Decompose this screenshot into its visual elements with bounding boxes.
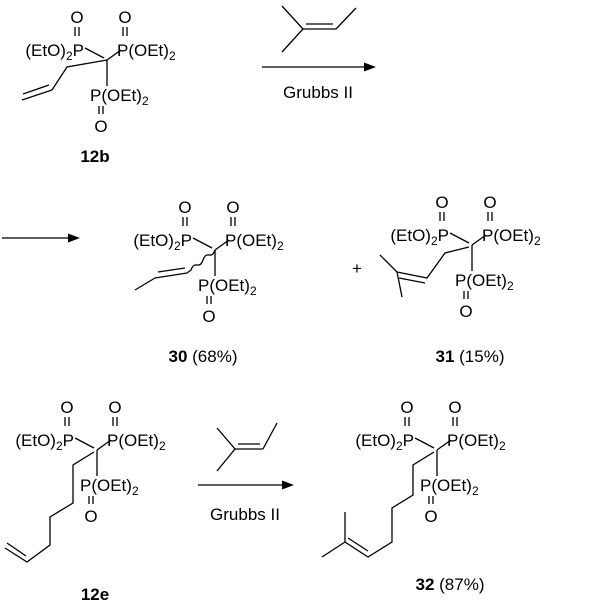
phosphonate-left: (EtO)2P: [25, 41, 84, 63]
oxygen: O: [483, 193, 496, 212]
oxygen: O: [448, 398, 461, 417]
oxygen: O: [94, 117, 107, 136]
catalyst-label-2: Grubbs II: [210, 505, 280, 524]
phosphonate-bottom: P(OEt)2: [198, 276, 257, 298]
phosphonate-right: P(OEt)2: [117, 41, 176, 63]
phosphonate-bottom: P(OEt)2: [80, 476, 139, 498]
oxygen: O: [118, 8, 131, 27]
compound-label-12e: 12e: [81, 585, 109, 604]
reaction-arrow-2: [198, 480, 294, 490]
phosphonate-left: (EtO)2P: [15, 431, 74, 453]
phosphonate-left: (EtO)2P: [133, 231, 192, 253]
phosphonate-bottom: P(OEt)2: [455, 271, 514, 293]
oxygen: O: [84, 507, 97, 526]
phosphonate-right: P(OEt)2: [107, 431, 166, 453]
oxygen: O: [226, 198, 239, 217]
phosphonate-left: (EtO)2P: [355, 431, 414, 453]
molecule-31: (EtO)2P P(OEt)2 P(OEt)2 O O O: [379, 193, 541, 321]
phosphonate-right: P(OEt)2: [447, 431, 506, 453]
reagent-methylbutene-2: [216, 422, 278, 472]
compound-label-12b: 12b: [80, 147, 109, 166]
molecule-12e: (EtO)2P P(OEt)2 P(OEt)2 O O O: [4, 398, 166, 563]
continuation-arrow: [2, 233, 80, 243]
phosphonate-right: P(OEt)2: [482, 226, 541, 248]
oxygen: O: [60, 398, 73, 417]
phosphonate-left: (EtO)2P: [390, 226, 449, 248]
reaction-arrow-1: [262, 62, 376, 72]
phosphonate-bottom: P(OEt)2: [420, 476, 479, 498]
plus-sign: +: [352, 259, 362, 278]
molecule-12b: (EtO)2P P(OEt)2 P(OEt)2 O O O: [21, 8, 176, 136]
oxygen: O: [424, 507, 437, 526]
molecule-32: (EtO)2P P(OEt)2 P(OEt)2 O O O: [321, 398, 506, 558]
reagent-methylbutene-1: [281, 5, 357, 53]
phosphonate-right: P(OEt)2: [225, 231, 284, 253]
oxygen: O: [435, 193, 448, 212]
compound-label-32: 32 (87%): [415, 575, 484, 594]
oxygen: O: [459, 302, 472, 321]
oxygen: O: [178, 198, 191, 217]
phosphonate-bottom: P(OEt)2: [90, 86, 149, 108]
compound-label-31: 31 (15%): [435, 347, 504, 366]
molecule-30: (EtO)2P P(OEt)2 P(OEt)2 O O O: [133, 198, 284, 326]
oxygen: O: [202, 307, 215, 326]
catalyst-label-1: Grubbs II: [283, 83, 353, 102]
oxygen: O: [70, 8, 83, 27]
oxygen: O: [108, 398, 121, 417]
oxygen: O: [400, 398, 413, 417]
compound-label-30: 30 (68%): [168, 347, 237, 366]
